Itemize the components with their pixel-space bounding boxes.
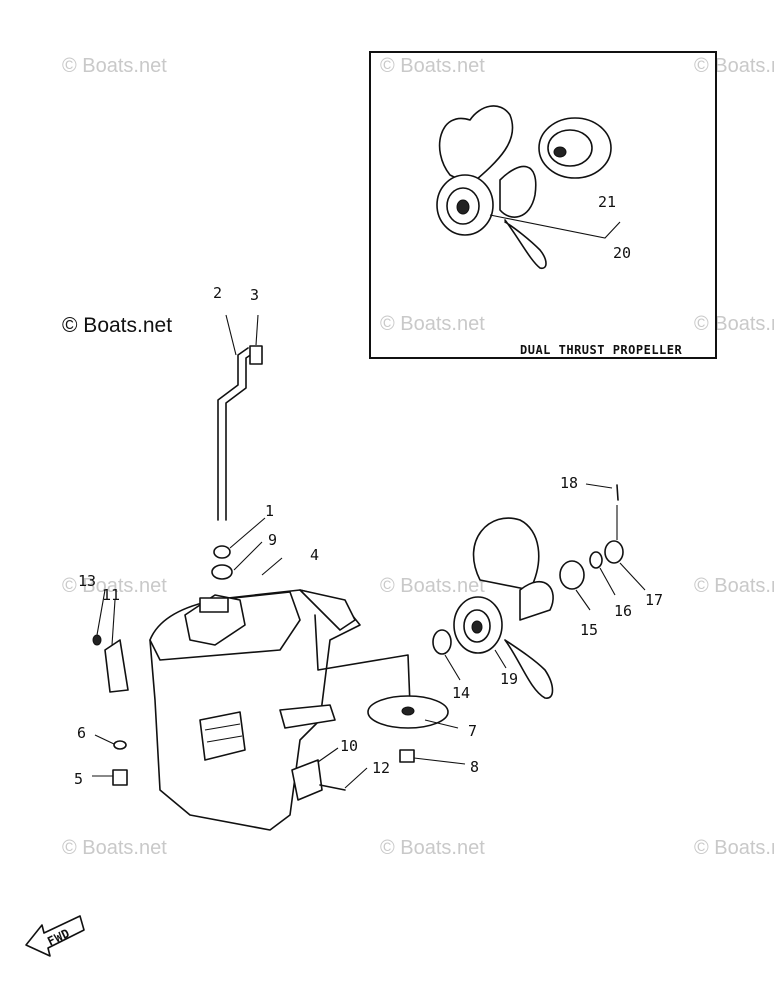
watermark: © Boats.net [380,575,485,597]
leader-11 [111,599,116,646]
part-label-18: 18 [560,474,578,492]
cotter-pin-18 [616,484,619,501]
washer-16 [589,551,603,569]
inset-frame [369,51,717,359]
leader-16 [599,567,616,596]
leader-9 [233,541,263,571]
leader-15 [575,589,591,611]
bolt-8 [399,749,415,763]
part-label-15: 15 [580,621,598,639]
watermark: © Boats.net [62,837,167,859]
inset-label-20: 20 [613,244,631,262]
part-label-3: 3 [250,286,259,304]
propeller-blade [519,581,554,621]
part-label-13: 13 [78,572,96,590]
grille-slot [204,723,241,731]
inset-propeller-blade-edge [504,219,547,270]
part-labels: 1 2 3 4 5 6 7 8 9 10 11 12 13 14 15 16 1… [74,284,663,788]
screw-12 [319,784,346,791]
leader-7 [424,719,459,729]
inset-caption: DUAL THRUST PROPELLER [520,343,682,357]
leader-12 [344,767,368,789]
nut-13 [92,634,102,646]
leader-4 [261,557,283,576]
watermark: © Boats.net [694,837,774,859]
propeller-blade [472,517,540,591]
inset-propeller-bore [456,199,470,215]
watermark: © Boats.net [62,55,167,77]
part-label-5: 5 [74,770,83,788]
part-label-1: 1 [265,502,274,520]
anode-leader-line [314,614,411,706]
leader-8 [413,757,466,765]
inset-dual-thrust: 21 20 DUAL THRUST PROPELLER [369,51,717,359]
inset-leader-20 [489,214,621,239]
cavitation-plate [299,589,356,631]
part-label-19: 19 [500,670,518,688]
leader-2 [225,314,237,356]
part-label-2: 2 [213,284,222,302]
propeller-bore [471,620,483,634]
part-label-6: 6 [77,724,86,742]
part-label-11: 11 [102,586,120,604]
leader-13 [96,589,106,636]
part-label-9: 9 [268,531,277,549]
grille-slot [206,735,243,743]
inset-propeller-blade [438,105,514,186]
spacer-15 [559,560,585,590]
grille-10 [291,759,323,801]
watermark: © Boats.net [694,575,774,597]
part-label-17: 17 [645,591,663,609]
watermark: © Boats.net [694,313,774,335]
watermark: © Boats.net [380,313,485,335]
propeller-assembly [432,483,646,699]
part-label-16: 16 [614,602,632,620]
leader-1 [229,517,266,549]
leader-18 [585,483,613,489]
leader-10 [317,747,339,763]
pump-cover [199,597,229,613]
part-label-7: 7 [468,722,477,740]
part-label-4: 4 [310,546,319,564]
anode-assembly [367,695,466,765]
inset-thrust-spacer-inner [547,129,593,167]
tube-seal [213,545,231,559]
leader-6 [94,734,115,745]
fwd-arrow-icon [25,915,85,957]
fwd-arrow: FWD [25,915,85,957]
part-label-8: 8 [470,758,479,776]
propeller-blade-edge [504,639,554,699]
watermarks: © Boats.net © Boats.net © Boats.net © Bo… [62,55,774,859]
nut-17 [604,540,624,564]
leader-19 [494,649,507,669]
bolt-5 [112,769,128,786]
leader-17 [619,562,646,591]
bracket-11 [104,639,129,693]
leader-3 [255,314,259,346]
part-label-14: 14 [452,684,470,702]
inset-thrust-spacer-bore [553,146,567,158]
watermark: © Boats.net [380,837,485,859]
propeller-shaft [279,704,336,729]
washer-6 [113,740,127,750]
grommet-9 [211,564,233,580]
water-tube [217,347,249,521]
part-label-12: 12 [372,759,390,777]
inset-label-21: 21 [598,193,616,211]
part-label-10: 10 [340,737,358,755]
watermark-dark: © Boats.net [62,314,172,337]
thrust-washer-14 [432,629,452,655]
watermark: © Boats.net [62,575,167,597]
water-tube-assembly [211,314,283,580]
inset-propeller-blade [499,165,537,218]
water-tube-edge [225,353,253,521]
anode-boss [401,706,415,716]
water-inlet-grille [199,711,246,761]
watermark: © Boats.net [380,55,485,77]
leader-14 [444,654,461,681]
watermark: © Boats.net [694,55,774,77]
tube-grommet [249,345,263,365]
lower-unit-casing [92,589,411,831]
